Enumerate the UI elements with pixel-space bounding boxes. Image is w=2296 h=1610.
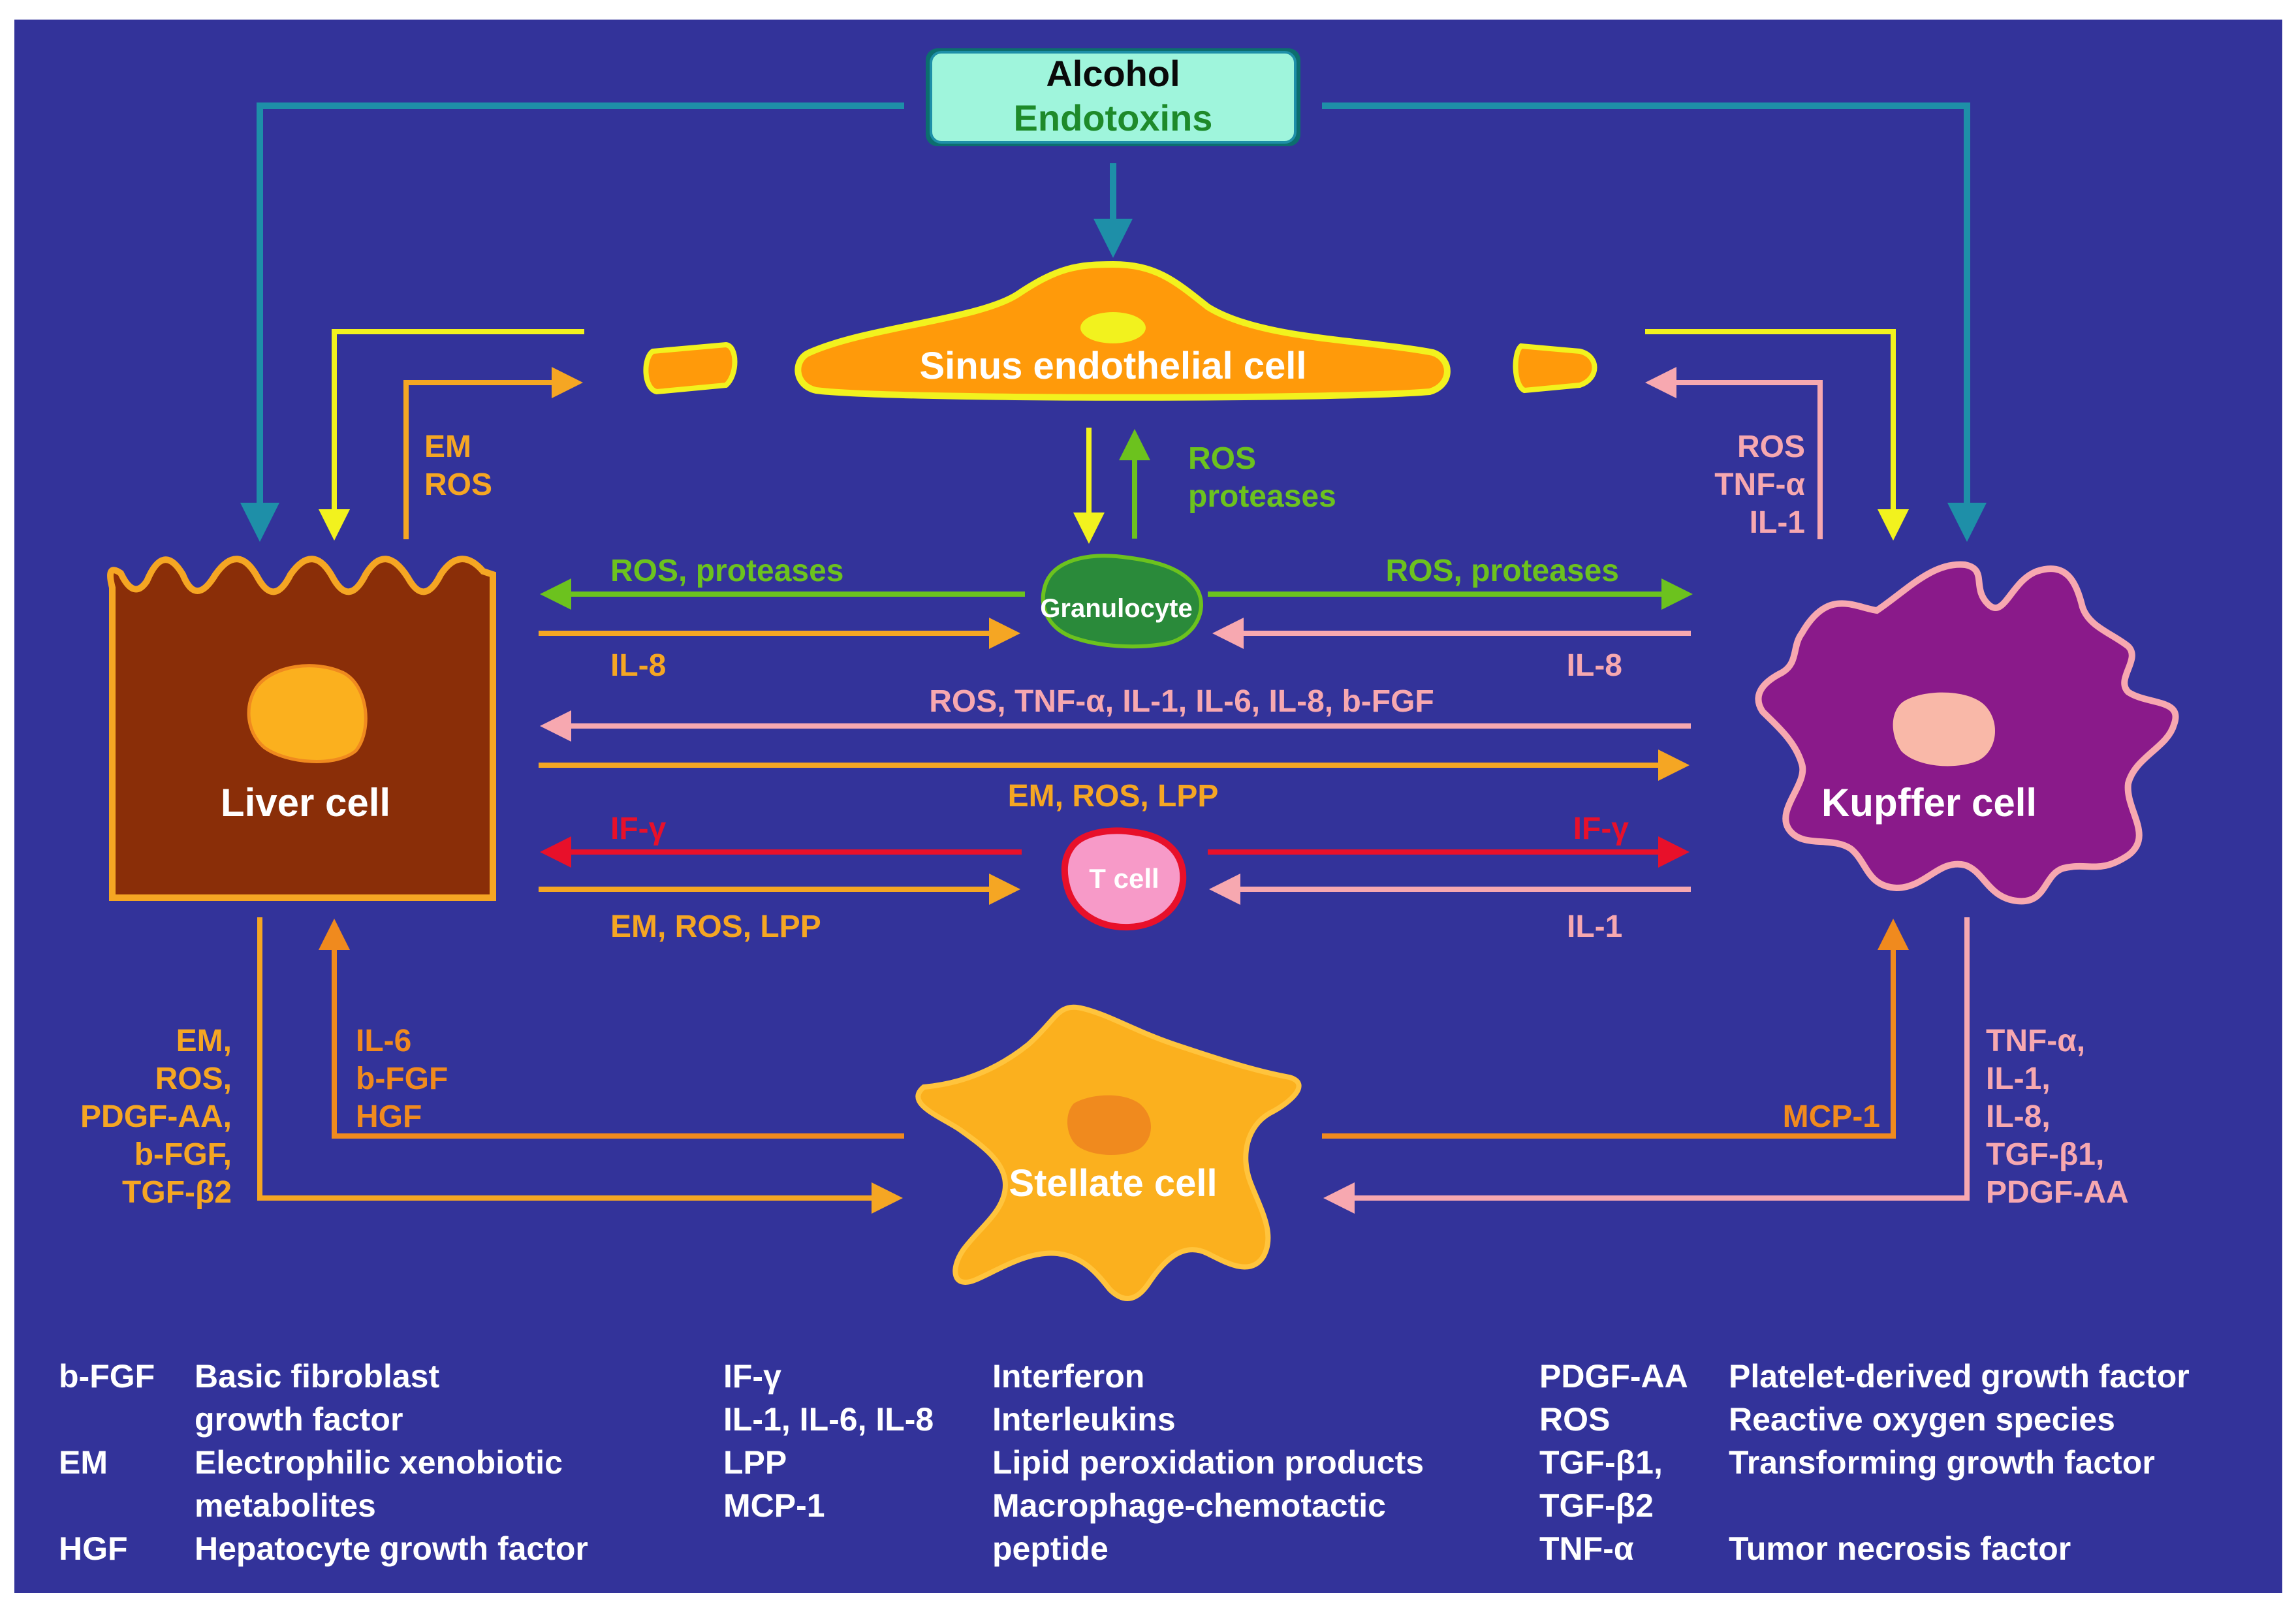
label-ros-tnf-il1-3: IL-1	[1750, 505, 1805, 540]
legend-abbr: PDGF-AA	[1539, 1358, 1688, 1395]
label-ros-proteases-left: ROS, proteases	[610, 554, 843, 588]
legend-abbr: IF-γ	[723, 1358, 781, 1395]
label-liver-to-stellate-2: ROS,	[155, 1062, 232, 1096]
tcell: T cell	[1061, 827, 1187, 931]
bottom-arrows	[257, 917, 1970, 1214]
legend-abbr: IL-1, IL-6, IL-8	[723, 1401, 934, 1438]
legend-text: Platelet-derived growth factor	[1729, 1358, 2190, 1395]
legend: b-FGF Basic fibroblast growth factor EM …	[59, 1358, 2190, 1567]
legend-abbr: MCP-1	[723, 1487, 825, 1524]
legend-text: Hepatocyte growth factor	[195, 1530, 588, 1567]
label-kupffer-to-tcell: IL-1	[1567, 909, 1622, 944]
arrow-source-to-kupffer	[1322, 103, 1987, 542]
legend-text: Basic fibroblast	[195, 1358, 439, 1395]
label-kupffer-to-stellate-3: IL-8,	[1986, 1099, 2051, 1134]
kupffer-label: Kupffer cell	[1821, 781, 2037, 825]
endothelial-cell: Sinus endothelial cell	[643, 260, 1597, 401]
legend-abbr: TGF-β2	[1539, 1487, 1654, 1524]
legend-text: Tumor necrosis factor	[1729, 1530, 2071, 1567]
label-stellate-to-liver-3: HGF	[356, 1099, 422, 1134]
label-liver-to-stellate-1: EM,	[176, 1024, 232, 1058]
legend-text: Lipid peroxidation products	[992, 1444, 1424, 1481]
endothelial-fragment-right	[1513, 343, 1597, 394]
label-stellate-to-liver-1: IL-6	[356, 1024, 411, 1058]
liver-cell: Liver cell	[107, 556, 496, 901]
label-em-ros-2: ROS	[424, 467, 492, 502]
arrow-liver-to-endothelial	[403, 367, 583, 539]
label-liver-to-stellate-3: PDGF-AA,	[80, 1099, 232, 1134]
legend-text: metabolites	[195, 1487, 376, 1524]
arrow-source-to-liver	[240, 103, 904, 542]
legend-abbr: TGF-β1,	[1539, 1444, 1663, 1481]
legend-abbr: HGF	[59, 1530, 128, 1567]
label-kupffer-to-stellate-4: TGF-β1,	[1986, 1137, 2104, 1172]
label-kupffer-to-liver: ROS, TNF-α, IL-1, IL-6, IL-8, b-FGF	[929, 684, 1434, 719]
kupffer-cell: Kupffer cell	[1755, 561, 2179, 905]
arrow-endothelial-to-kupffer	[1645, 329, 1909, 541]
endothelial-nucleus	[1080, 312, 1146, 343]
liver-label: Liver cell	[221, 781, 390, 825]
arrow-endothelial-to-liver	[319, 329, 584, 541]
label-stellate-to-kupffer: MCP-1	[1783, 1099, 1880, 1134]
legend-abbr: ROS	[1539, 1401, 1610, 1438]
endothelial-fragment-left	[643, 341, 738, 395]
label-liver-to-stellate-5: TGF-β2	[122, 1175, 232, 1210]
label-liver-to-tcell: EM, ROS, LPP	[610, 909, 821, 944]
tcell-label: T cell	[1089, 863, 1159, 894]
arrow-kupffer-to-stellate	[1323, 917, 1970, 1214]
label-em-ros-1: EM	[424, 430, 471, 464]
label-ros-proteases-right: ROS, proteases	[1386, 554, 1619, 588]
teal-arrows	[240, 103, 1987, 542]
label-ros-proteases-v-1: ROS	[1188, 441, 1256, 476]
legend-text: Interleukins	[992, 1401, 1176, 1438]
label-kupffer-to-stellate-5: PDGF-AA	[1986, 1175, 2129, 1210]
legend-abbr: LPP	[723, 1444, 787, 1481]
label-stellate-to-liver-2: b-FGF	[356, 1062, 448, 1096]
label-liver-to-kupffer: EM, ROS, LPP	[1008, 779, 1219, 813]
arrow-liver-to-stellate	[257, 917, 903, 1214]
legend-text: Interferon	[992, 1358, 1144, 1395]
arrow-kupffer-to-endothelial	[1645, 367, 1823, 539]
label-il8-right: IL-8	[1567, 648, 1622, 683]
source-line2: Endotoxins	[1014, 97, 1213, 138]
label-ifg-left: IF-γ	[610, 812, 667, 846]
legend-abbr: EM	[59, 1444, 108, 1481]
granulocyte-cell: Granulocyte	[1040, 554, 1203, 649]
label-ros-tnf-il1-2: TNF-α	[1714, 467, 1805, 502]
stellate-label: Stellate cell	[1009, 1162, 1217, 1205]
label-ros-tnf-il1-1: ROS	[1737, 430, 1805, 464]
legend-text: Electrophilic xenobiotic	[195, 1444, 563, 1481]
liver-nucleus	[247, 664, 368, 763]
legend-text: growth factor	[195, 1401, 403, 1438]
middle-arrows	[539, 578, 1693, 905]
label-kupffer-to-stellate-2: IL-1,	[1986, 1062, 2051, 1096]
source-box: Alcohol Endotoxins	[926, 48, 1300, 146]
endothelial-label: Sinus endothelial cell	[919, 345, 1306, 387]
stellate-nucleus	[1067, 1095, 1152, 1156]
label-kupffer-to-stellate-1: TNF-α,	[1986, 1024, 2085, 1058]
arrow-stellate-to-kupffer	[1322, 919, 1909, 1139]
legend-abbr: b-FGF	[59, 1358, 155, 1395]
kupffer-nucleus	[1893, 692, 1996, 766]
legend-abbr: TNF-α	[1539, 1530, 1634, 1567]
source-line1: Alcohol	[1046, 53, 1180, 94]
label-il8-left: IL-8	[610, 648, 666, 683]
legend-text: Reactive oxygen species	[1729, 1401, 2115, 1438]
arrow-labels: EM ROS ROS proteases ROS TNF-α IL-1 ROS,…	[80, 430, 2129, 1210]
stellate-cell: Stellate cell	[915, 1004, 1302, 1301]
label-ros-proteases-v-2: proteases	[1188, 479, 1336, 514]
legend-text: Transforming growth factor	[1729, 1444, 2155, 1481]
legend-text: Macrophage-chemotactic	[992, 1487, 1386, 1524]
arrow-stellate-to-liver	[319, 919, 904, 1139]
label-liver-to-stellate-4: b-FGF,	[134, 1137, 232, 1172]
legend-text: peptide	[992, 1530, 1109, 1567]
yellow-arrows	[319, 329, 1909, 544]
granulocyte-label: Granulocyte	[1040, 594, 1192, 623]
label-ifg-right: IF-γ	[1573, 812, 1629, 846]
